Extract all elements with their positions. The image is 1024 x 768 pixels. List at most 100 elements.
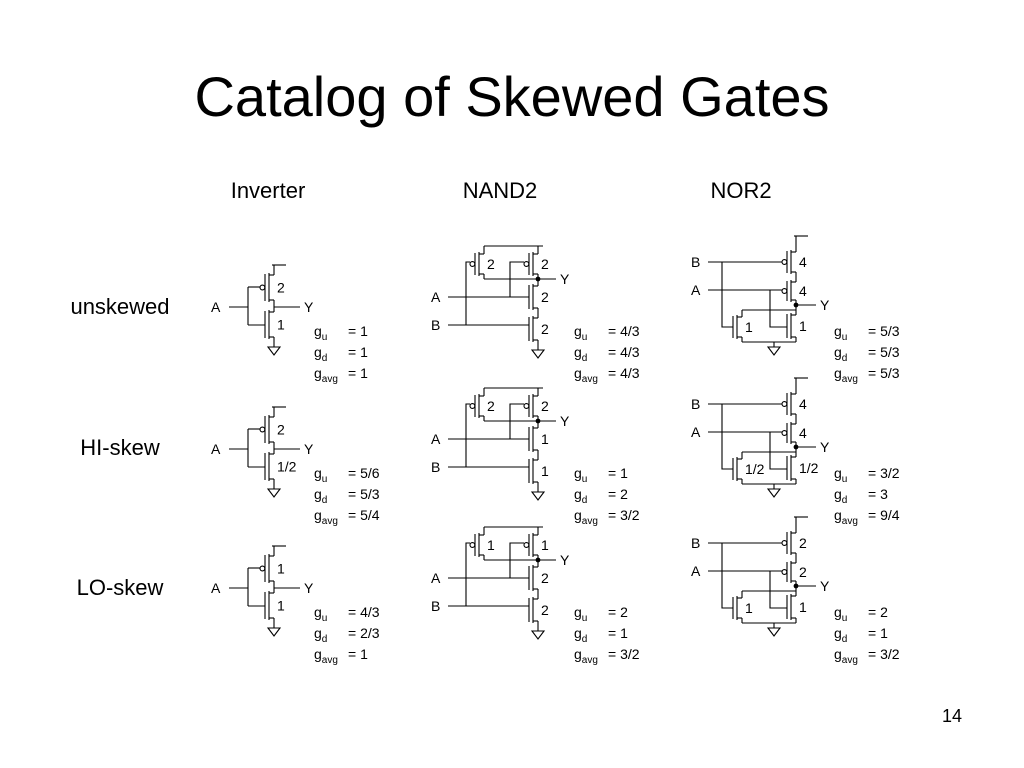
effort-gu-value: = 4/3 — [348, 604, 380, 620]
output-label-y: Y — [304, 441, 314, 457]
nmos-transistor-b: 1 — [732, 593, 753, 623]
ground-symbol — [266, 488, 282, 498]
row-header-lo-skew: LO-skew — [76, 575, 164, 600]
input-label-a: A — [431, 289, 441, 305]
input-label-a: A — [211, 441, 221, 457]
effort-gu-value: = 3/2 — [868, 465, 900, 481]
pmos-transistor-a: 2 — [469, 391, 495, 421]
input-label-a: A — [691, 282, 701, 298]
pmos-transistor: 2 — [259, 412, 285, 447]
size-label: 1 — [487, 537, 495, 553]
effort-gd-label: gd — [574, 625, 587, 645]
effort-gu-value: = 1 — [608, 465, 628, 481]
gate-wire-b — [465, 261, 470, 325]
effort-gd-value: = 1 — [608, 625, 628, 641]
effort-gd-label: gd — [314, 344, 327, 364]
gate-wire-b — [465, 542, 470, 606]
effort-gu-label: gu — [314, 323, 327, 343]
effort-gavg-label: gavg — [314, 646, 338, 666]
size-label: 1/2 — [799, 460, 819, 476]
pmos-transistor-b: 2 — [523, 391, 549, 421]
ground-symbol — [766, 346, 782, 356]
size-label: 2 — [487, 398, 495, 414]
pmos-transistor-b: 1 — [523, 530, 549, 560]
page-number: 14 — [941, 706, 962, 726]
column-header-nor2: NOR2 — [710, 178, 772, 203]
gate-wire-a — [769, 571, 787, 609]
gate-wire-b — [721, 404, 733, 470]
size-label: 2 — [541, 256, 549, 272]
size-label: 2 — [799, 564, 807, 580]
output-label-y: Y — [560, 413, 570, 429]
nmos-transistor-a: 1 — [528, 423, 549, 455]
size-label: 2 — [541, 570, 549, 586]
nmos-transistor-a: 1 — [786, 310, 807, 342]
effort-gavg-value: = 1 — [348, 365, 368, 381]
input-label-b: B — [431, 459, 440, 475]
size-label: 4 — [799, 283, 807, 299]
pmos-transistor-b: 4 — [781, 389, 807, 419]
effort-gd-label: gd — [834, 344, 847, 364]
effort-gavg-label: gavg — [574, 365, 598, 385]
size-label: 1 — [799, 318, 807, 334]
effort-gd-label: gd — [314, 625, 327, 645]
nmos-transistor-b: 1 — [732, 312, 753, 342]
gate-wire-a — [509, 403, 524, 439]
size-label: 2 — [487, 256, 495, 272]
effort-gu-label: gu — [834, 604, 847, 624]
output-label-y: Y — [304, 580, 314, 596]
size-label: 2 — [541, 321, 549, 337]
size-label: 2 — [541, 602, 549, 618]
effort-gd-value: = 3 — [868, 486, 888, 502]
pmos-bubble — [469, 403, 476, 409]
effort-gavg-label: gavg — [574, 507, 598, 527]
effort-gu-label: gu — [314, 604, 327, 624]
effort-gu-value: = 1 — [348, 323, 368, 339]
effort-gavg-value: = 3/2 — [608, 646, 640, 662]
effort-gavg-label: gavg — [834, 507, 858, 527]
gate-wire-a — [769, 290, 787, 328]
gate-wire-b — [721, 543, 733, 609]
effort-gavg-label: gavg — [574, 646, 598, 666]
nmos-transistor-b: 1/2 — [732, 454, 765, 484]
effort-gavg-value: = 9/4 — [868, 507, 900, 523]
size-label: 4 — [799, 254, 807, 270]
size-label: 2 — [799, 535, 807, 551]
effort-gavg-value: = 3/2 — [608, 507, 640, 523]
pmos-bubble — [469, 542, 476, 548]
effort-gu-label: gu — [574, 465, 587, 485]
gate-wire-b — [465, 403, 470, 467]
size-label: 1 — [799, 599, 807, 615]
input-label-b: B — [691, 396, 700, 412]
gate-wire-a — [769, 432, 787, 470]
row-header-unskewed: unskewed — [70, 294, 170, 319]
slide-title: Catalog of Skewed Gates — [194, 65, 830, 128]
pmos-bubble — [523, 261, 530, 267]
nmos-transistor: 1 — [264, 588, 285, 623]
size-label: 1 — [541, 537, 549, 553]
column-header-inverter: Inverter — [230, 178, 306, 203]
effort-gd-label: gd — [574, 344, 587, 364]
effort-gavg-value: = 1 — [348, 646, 368, 662]
pmos-bubble — [469, 261, 476, 267]
effort-gd-value: = 1 — [868, 625, 888, 641]
output-label-y: Y — [560, 552, 570, 568]
ground-symbol — [266, 346, 282, 356]
size-label: 2 — [541, 289, 549, 305]
size-label: 1 — [745, 319, 753, 335]
effort-gd-label: gd — [834, 486, 847, 506]
nmos-transistor-a: 1/2 — [786, 452, 819, 484]
size-label: 1 — [277, 598, 285, 614]
pmos-transistor-a: 2 — [469, 249, 495, 279]
pmos-bubble — [259, 565, 266, 572]
ground-symbol — [766, 488, 782, 498]
input-label-a: A — [431, 570, 441, 586]
output-label-y: Y — [820, 439, 830, 455]
pmos-transistor-b: 2 — [523, 249, 549, 279]
effort-gu-value: = 4/3 — [608, 323, 640, 339]
gate-wire-a — [509, 261, 524, 297]
